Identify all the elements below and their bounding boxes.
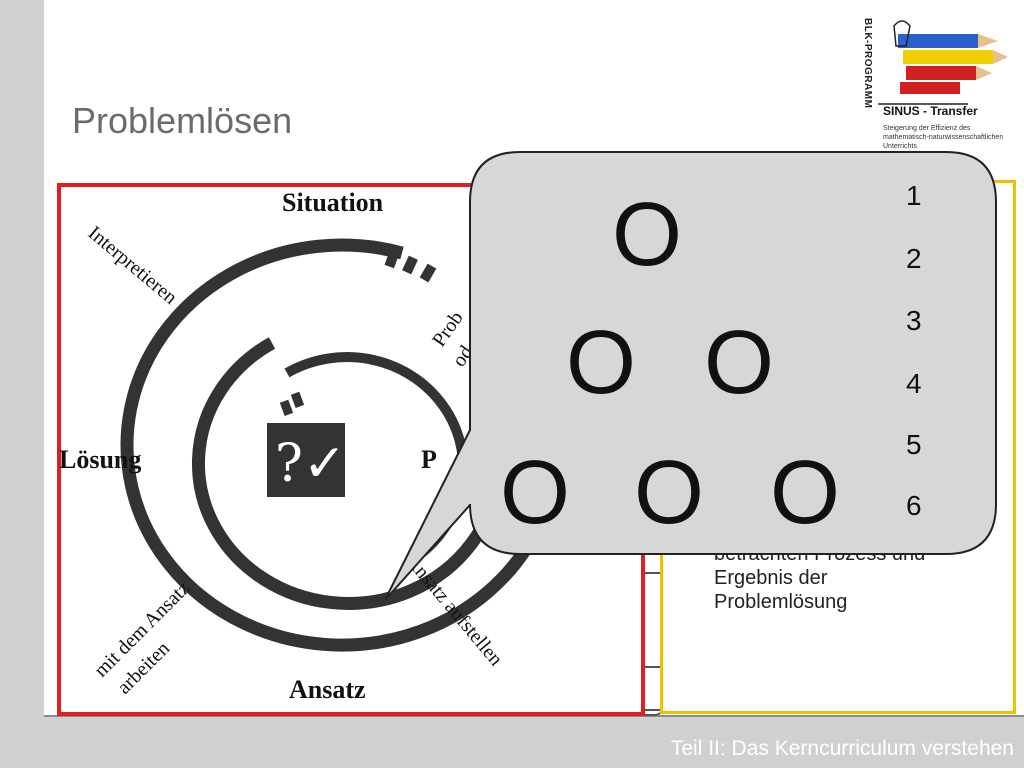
logo-subtitle: Steigerung der Effizienz des mathematisc…	[883, 125, 1004, 150]
logo-program-label: BLK-PROGRAMM	[862, 18, 873, 109]
footer-text: Teil II: Das Kerncurriculum verstehen	[670, 737, 1014, 760]
label-ansatz: Ansatz	[289, 675, 366, 704]
callout-circle-3: O	[704, 313, 775, 413]
right-frame-line: Ergebnis der	[714, 567, 828, 589]
right-frame-line: Problemlösung	[714, 591, 848, 613]
callout-circle-6: O	[770, 443, 841, 543]
slide-title: Problemlösen	[72, 100, 293, 141]
right-frame-line: betrachten Prozess und	[714, 543, 926, 565]
callout-circle-5: O	[634, 443, 705, 543]
label-problem-diagonal-2: od	[448, 342, 477, 371]
callout-number: 4	[906, 368, 922, 399]
callout-circle-2: O	[566, 313, 637, 413]
label-situation: Situation	[282, 188, 384, 217]
callout-number: 3	[906, 305, 922, 336]
callout-number: 2	[906, 243, 922, 274]
label-interpretieren: Interpretieren	[84, 222, 182, 309]
footer-divider	[44, 715, 1024, 717]
callout-circle-1: O	[612, 185, 683, 285]
callout-number: 5	[906, 429, 922, 460]
sinus-logo	[858, 14, 1018, 154]
callout-circle-4: O	[500, 443, 571, 543]
logo-name: SINUS - Transfer	[883, 104, 978, 118]
left-sidebar-band	[0, 0, 44, 768]
pencils-icon	[878, 20, 1008, 105]
footer-band	[0, 715, 1024, 768]
right-frame-text: betrachten Prozess und Ergebnis der Prob…	[714, 542, 1004, 614]
callout-number: 6	[906, 490, 922, 521]
label-problem-partial: P	[421, 445, 437, 474]
callout-number: 1	[906, 180, 922, 211]
label-loesung: Lösung	[59, 445, 141, 474]
checkbox-icon	[267, 423, 345, 497]
spiral-inner-ring	[192, 337, 504, 610]
center-symbols: ?✓	[275, 434, 346, 494]
